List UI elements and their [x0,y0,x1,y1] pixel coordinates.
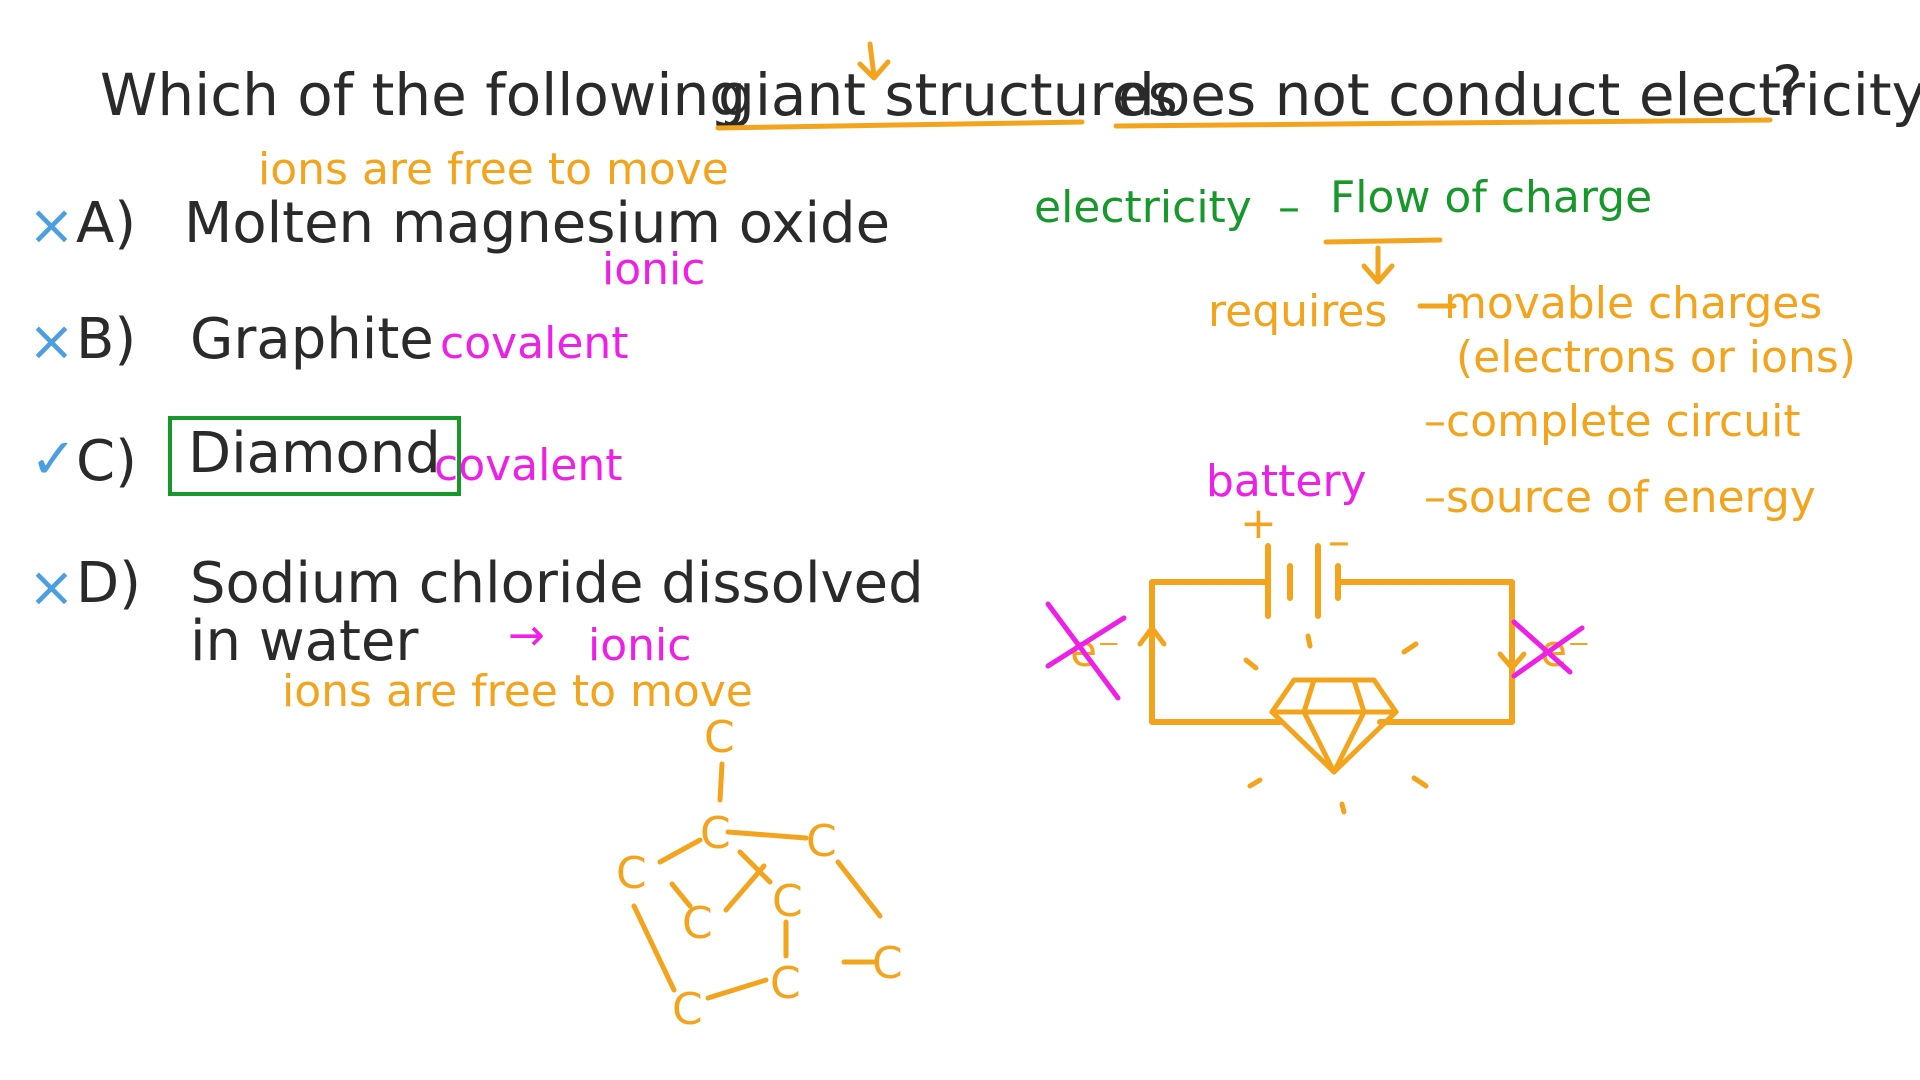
question-mark: ? [1772,53,1803,121]
lattice-atom: C [872,938,903,989]
diamond-lattice [631,761,883,1001]
battery-minus-sign: – [1328,516,1350,567]
underline-flow [1323,237,1443,245]
sparkle-icon [1243,633,1429,815]
option-a-type: ionic [602,244,706,295]
option-c-check-icon: ✓ [30,427,77,492]
option-c-type: covalent [434,440,623,491]
option-d-type: ionic [588,620,692,671]
option-d-letter: D) [76,551,141,616]
requirement-1-detail: (electrons or ions) [1456,332,1856,383]
option-c-letter: C) [76,429,137,494]
option-b-type: covalent [440,318,629,369]
lattice-atom: C [772,876,803,927]
definition-meaning: Flow of charge [1330,172,1653,223]
definition-term: electricity [1034,182,1252,233]
lattice-atom: C [682,898,713,949]
requirement-2: –complete circuit [1424,396,1801,447]
requirement-3: –source of energy [1424,472,1816,523]
option-d-note: ions are free to move [282,666,753,717]
arrow-down-icon [1497,633,1527,671]
option-d-text-line1: Sodium chloride dissolved [190,551,924,616]
circuit-wire-left [1149,579,1283,725]
option-b-cross-icon: × [28,309,75,374]
circuit-wire-right [1335,579,1515,725]
arrow-down-icon [857,41,891,81]
battery-icon [1265,543,1341,619]
option-b-text: Graphite [190,307,434,372]
lattice-atom: C [700,808,731,859]
arrow-down-icon [1361,245,1395,285]
option-a-letter: A) [76,191,137,256]
battery-plus-sign: + [1240,498,1277,549]
option-c-text: Diamond [168,416,461,496]
question-part2: giant structures [718,61,1178,129]
option-a-note: ions are free to move [258,144,729,195]
option-a-cross-icon: × [28,193,75,258]
lattice-atom: C [806,816,837,867]
option-d-arrow-icon: → [508,610,545,661]
lattice-atom: C [704,712,735,763]
requirement-1: –movable charges [1422,278,1823,329]
requires-label: requires [1208,286,1388,337]
diamond-icon [1269,677,1399,775]
lattice-atom: C [672,984,703,1035]
cross-out-left-icon [1045,601,1127,701]
underline-giant-structures [715,119,1085,131]
option-a-text: Molten magnesium oxide [184,191,891,256]
cross-out-right-icon [1511,619,1585,679]
option-d-text-line2: in water [190,609,419,674]
option-d-cross-icon: × [28,555,75,620]
definition-dash: – [1278,182,1300,233]
question-part1: Which of the following [100,61,747,129]
underline-does-not-conduct [1113,117,1773,129]
lattice-atom: C [770,958,801,1009]
option-b-letter: B) [76,307,137,372]
arrow-up-icon [1137,625,1167,663]
lattice-atom: C [616,848,647,899]
battery-label: battery [1206,456,1367,507]
question-part3: does not conduct electricity [1118,61,1920,129]
